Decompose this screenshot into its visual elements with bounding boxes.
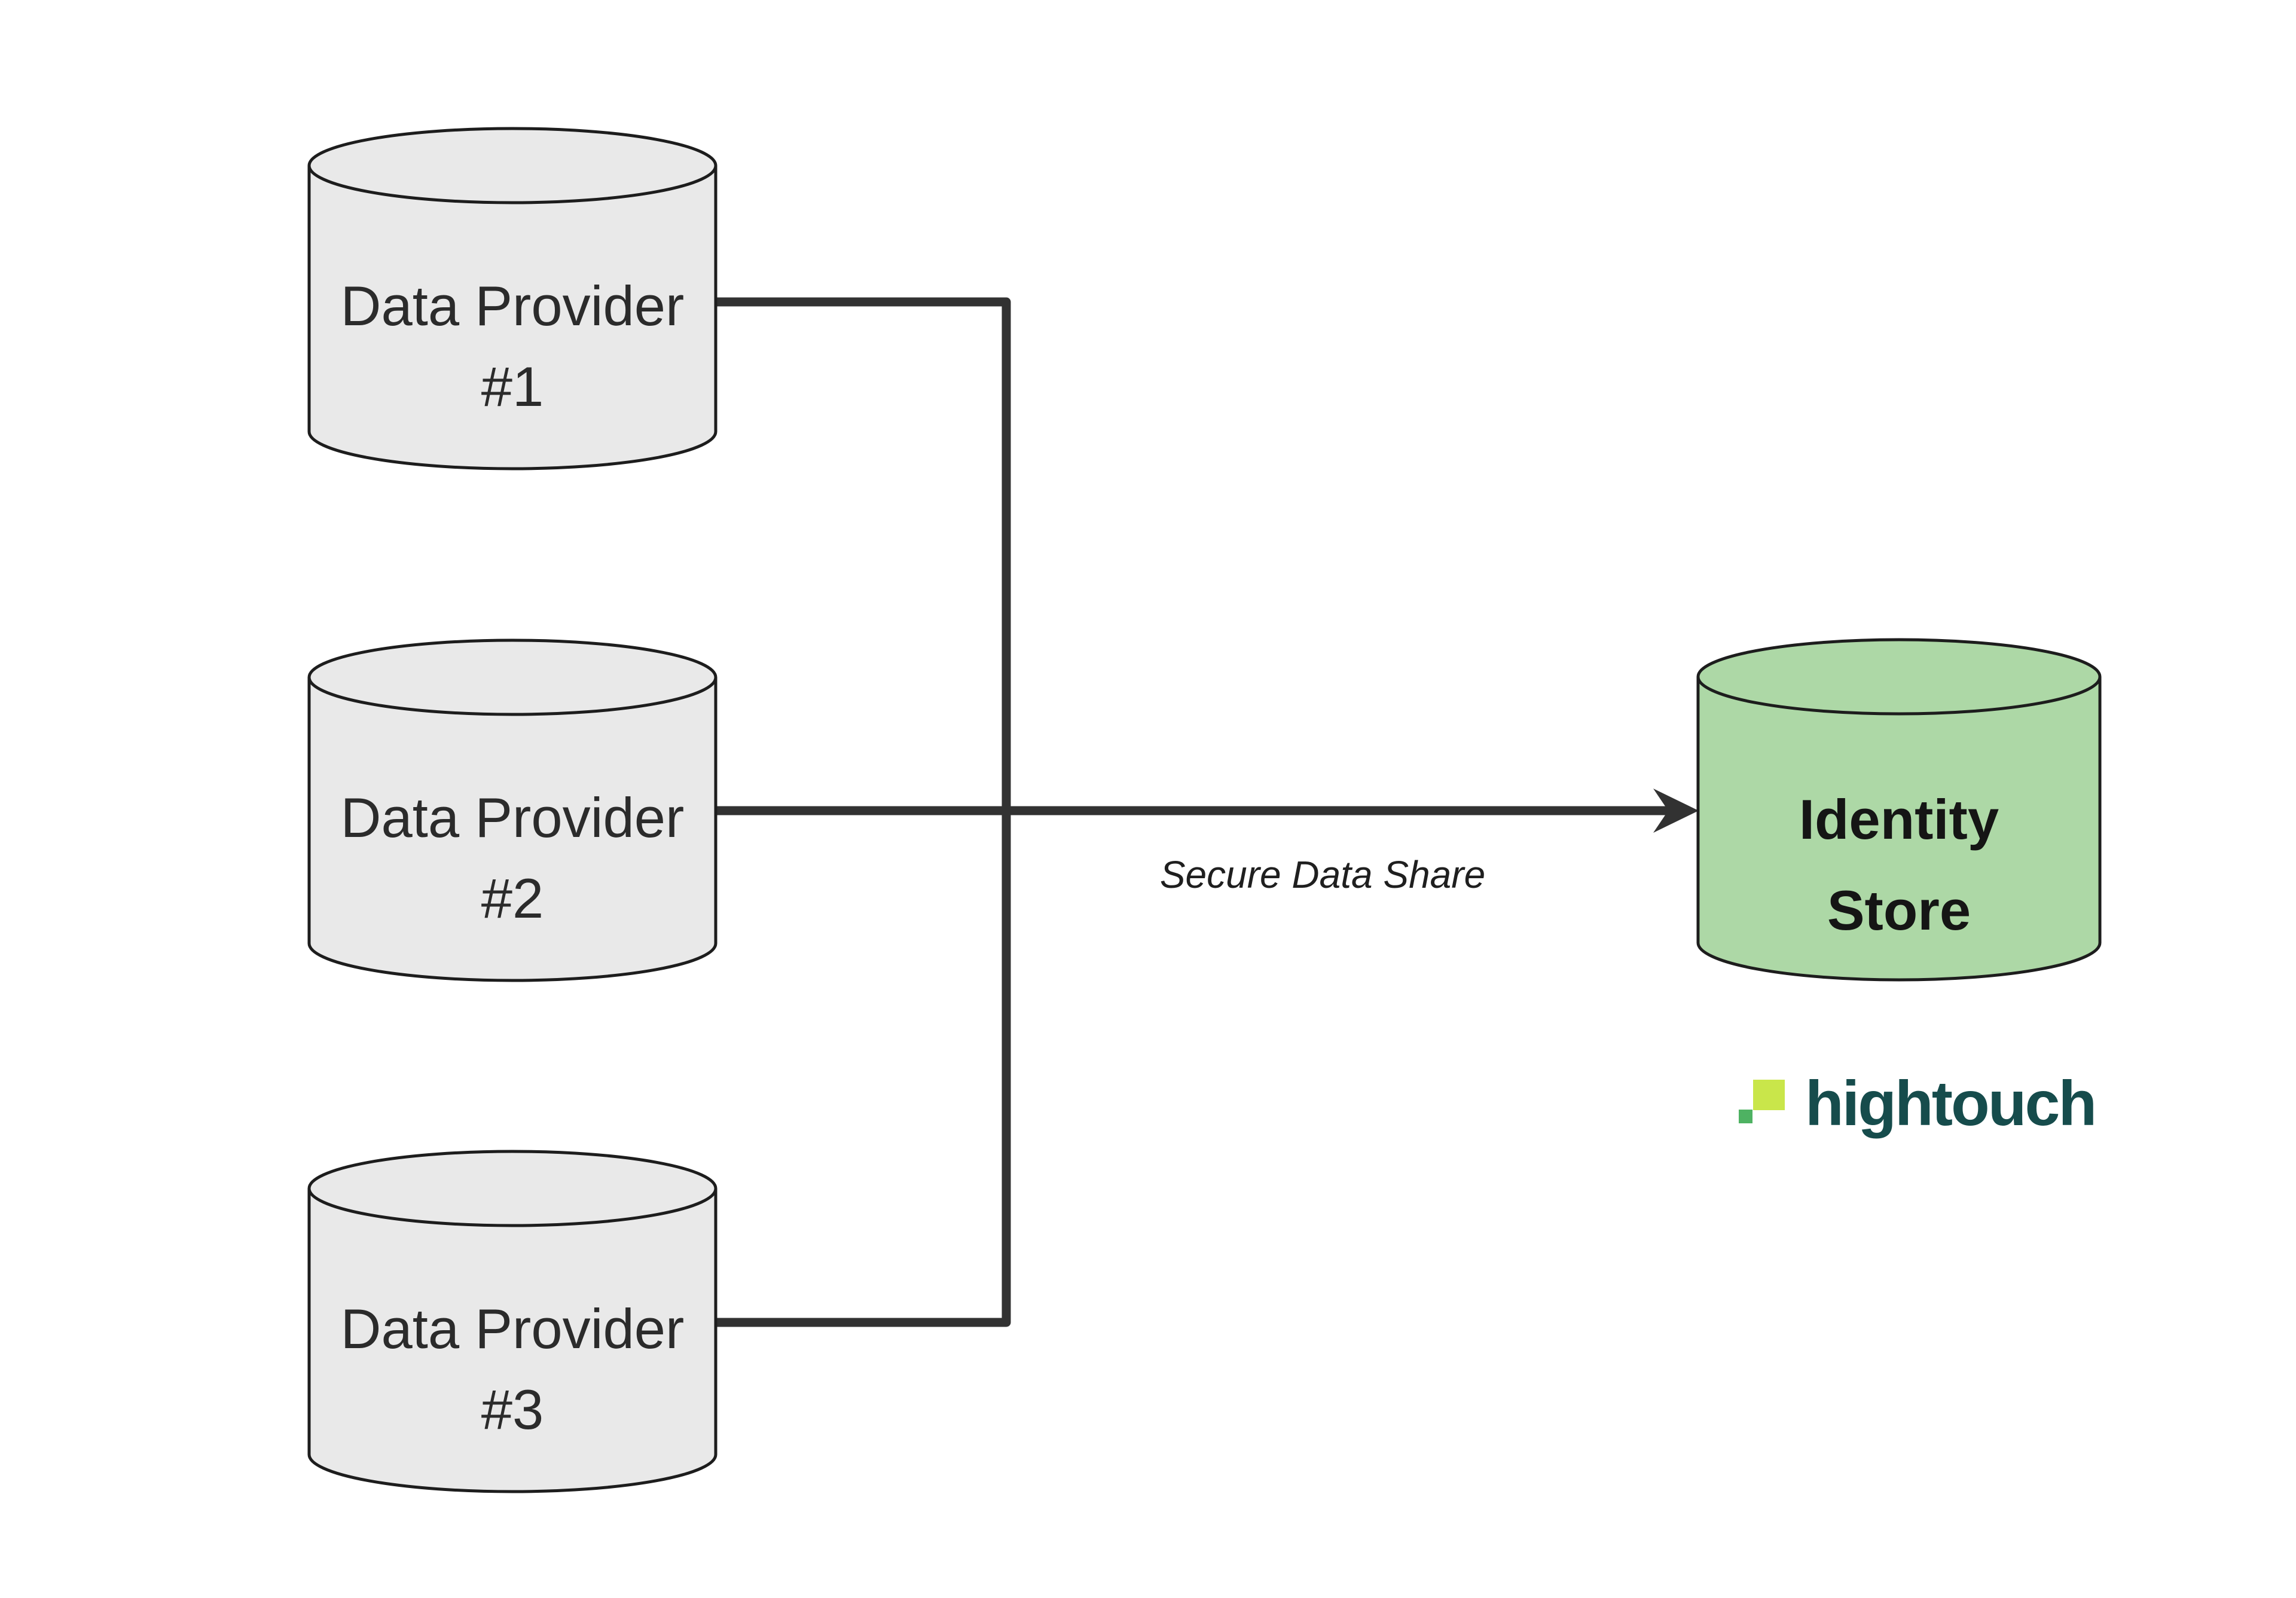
node-identity-store: Identity Store xyxy=(1696,638,2102,982)
hightouch-logo-mark-icon xyxy=(1739,1080,1785,1123)
node-data-provider-1: Data Provider #1 xyxy=(307,127,718,470)
node-label: Identity Store xyxy=(1696,774,2102,956)
node-label-line1: Data Provider xyxy=(340,274,685,337)
node-label-line2: #2 xyxy=(481,867,544,930)
node-label-line2: #1 xyxy=(481,355,544,418)
database-cylinder-icon xyxy=(307,127,718,470)
database-cylinder-icon xyxy=(307,638,718,982)
node-label-line2: #3 xyxy=(481,1378,544,1441)
node-label-line1: Identity xyxy=(1799,788,1999,851)
node-label-line1: Data Provider xyxy=(340,1297,685,1360)
hightouch-logo: hightouch xyxy=(1739,1065,2097,1139)
node-data-provider-2: Data Provider #2 xyxy=(307,638,718,982)
arrowhead-icon xyxy=(1653,789,1699,833)
node-label: Data Provider #2 xyxy=(307,777,718,939)
hightouch-logo-text: hightouch xyxy=(1805,1068,2097,1139)
node-data-provider-3: Data Provider #3 xyxy=(307,1150,718,1493)
node-label-line2: Store xyxy=(1827,879,1971,942)
logo-green-square xyxy=(1739,1110,1752,1123)
node-label: Data Provider #1 xyxy=(307,265,718,427)
node-label: Data Provider #3 xyxy=(307,1288,718,1450)
database-cylinder-icon xyxy=(307,1150,718,1493)
node-label-line1: Data Provider xyxy=(340,786,685,849)
logo-lime-square xyxy=(1753,1080,1785,1110)
database-cylinder-icon xyxy=(1696,638,2102,982)
edge-label-secure-data-share: Secure Data Share xyxy=(1159,853,1486,896)
